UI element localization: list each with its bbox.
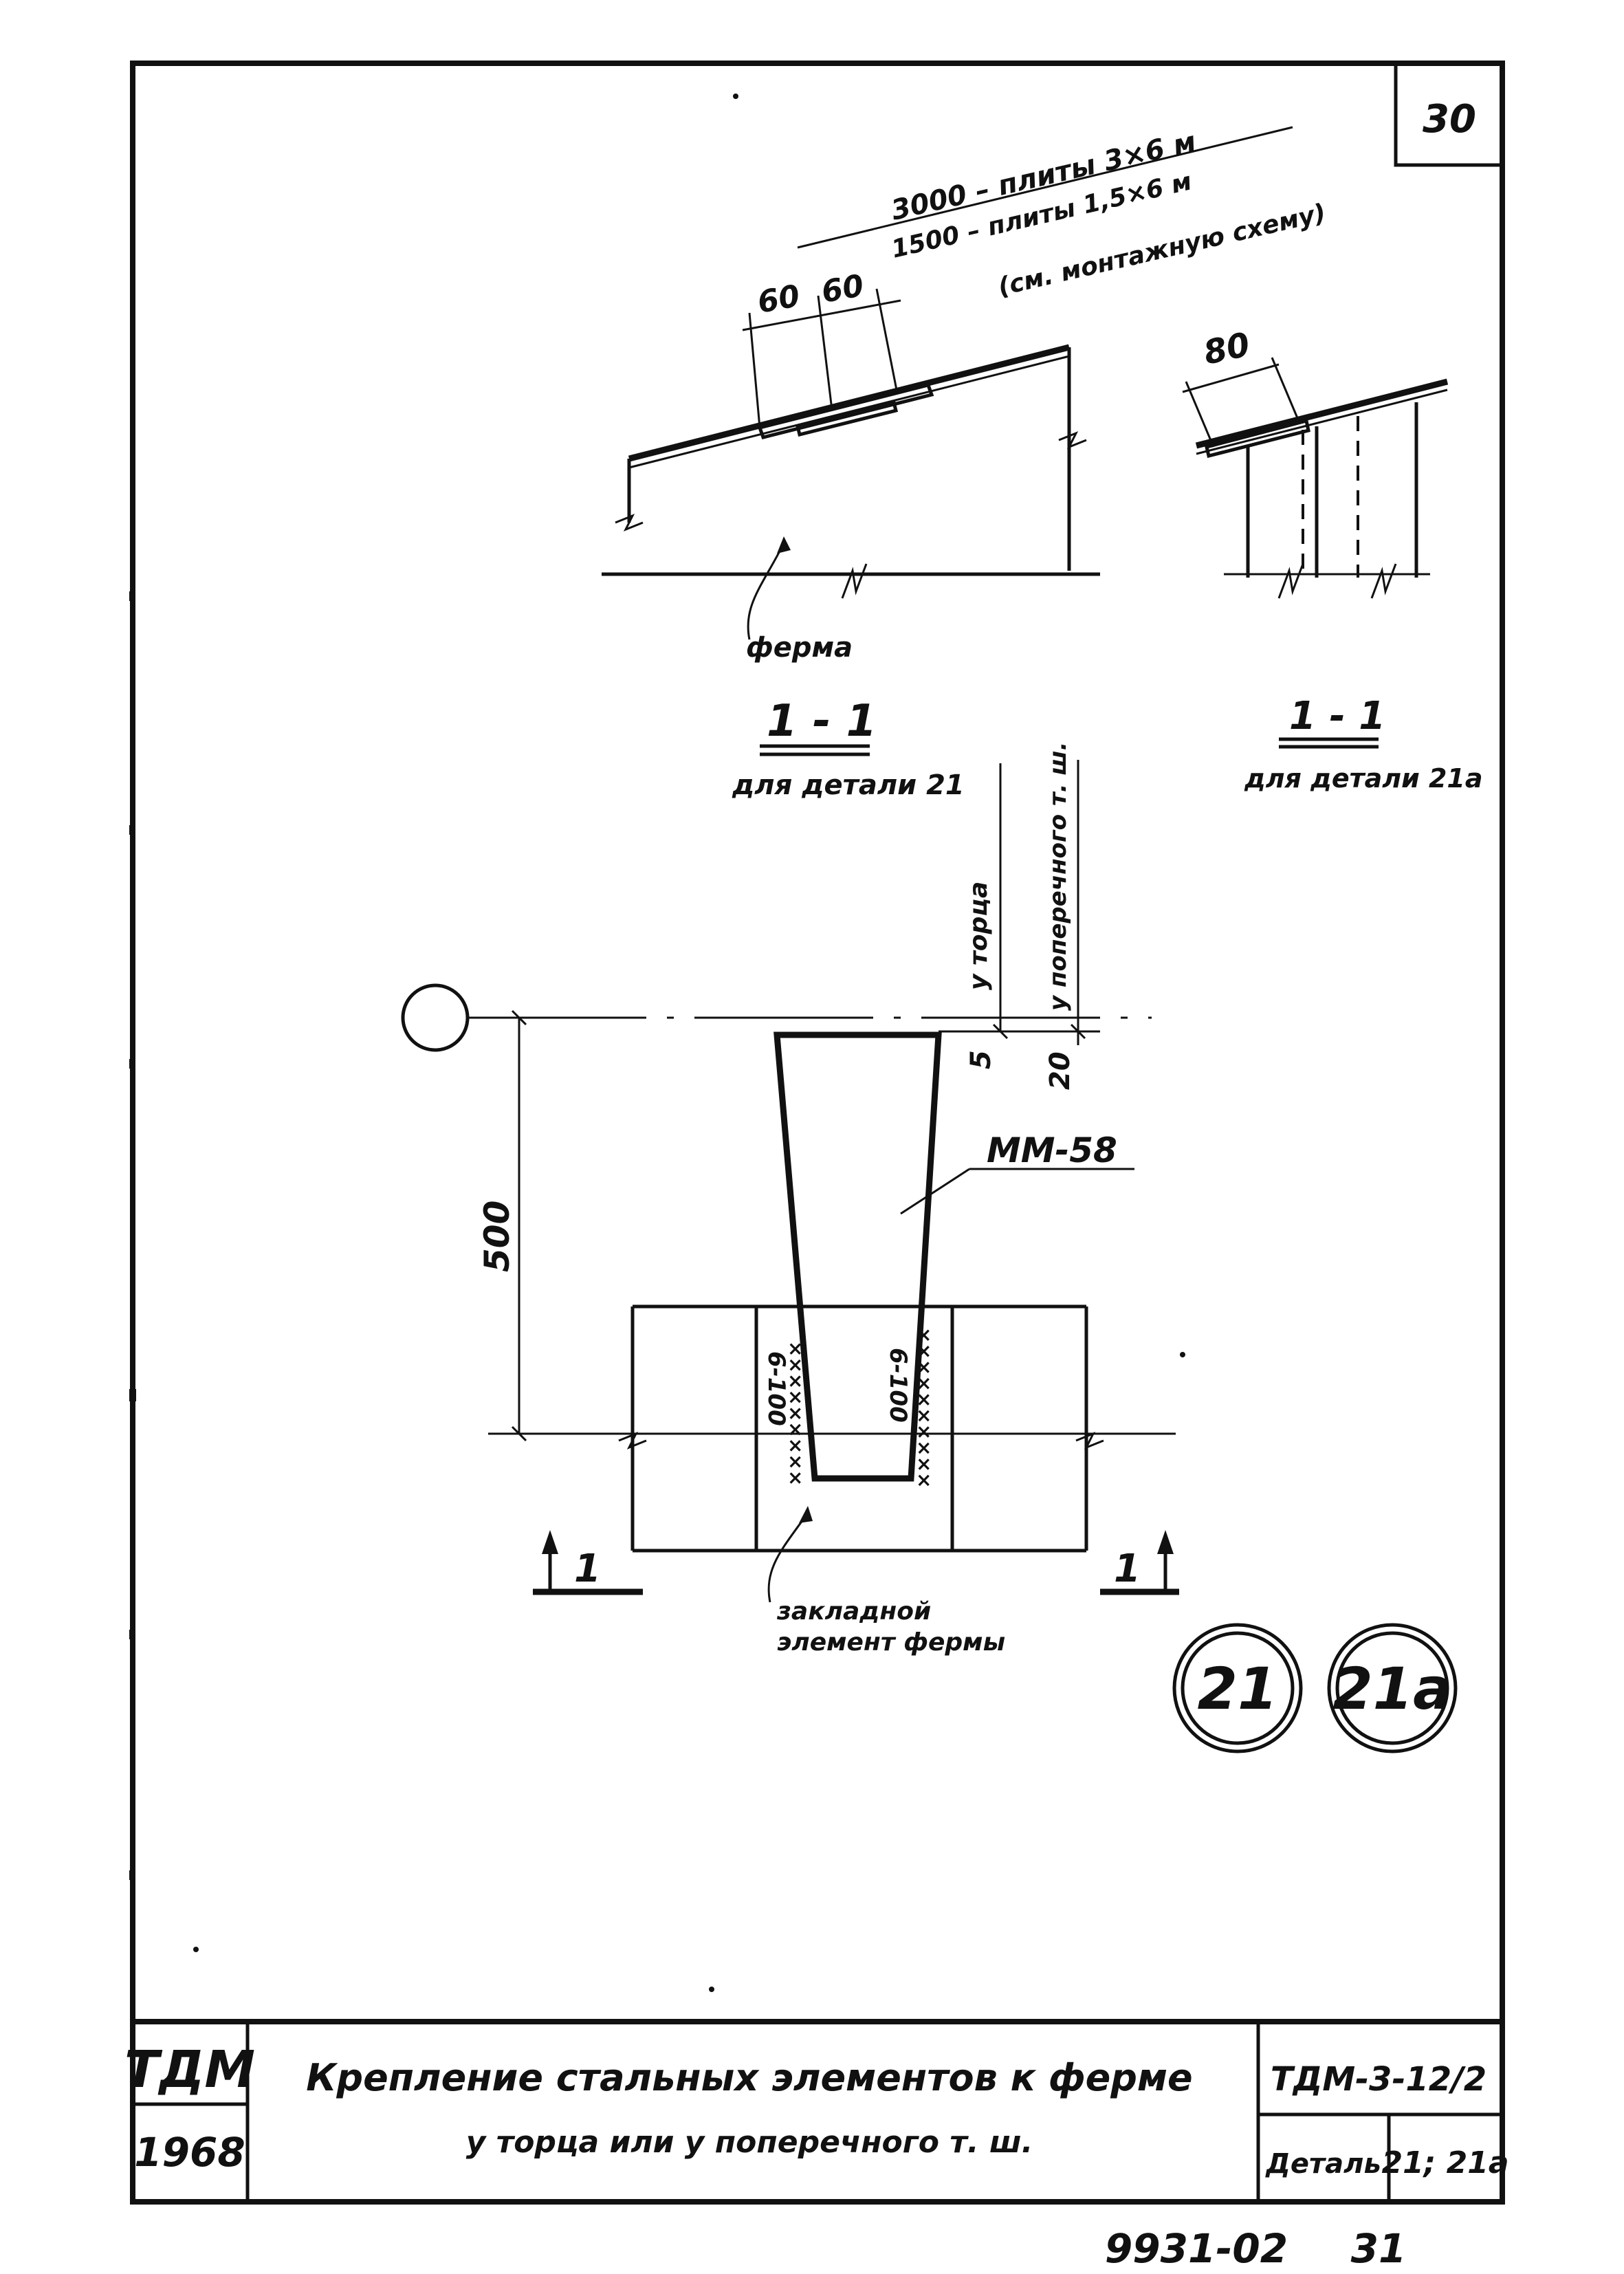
dim-60-left: 60 [755, 278, 802, 320]
sheet-number: 30 [1423, 97, 1476, 142]
offset-value-20: 20 [1044, 1051, 1076, 1090]
title-line-2: у торца или у поперечного т. ш. [466, 2125, 1033, 2160]
axis-marker [401, 983, 470, 1052]
section-caption-left: для детали 21 [732, 769, 965, 801]
cut-mark-right: 1 [1100, 1530, 1179, 1595]
page-number: 31 [1351, 2225, 1407, 2272]
dim-60-right: 60 [819, 268, 866, 310]
detail-value: 21; 21а [1381, 2145, 1508, 2180]
weld-label-left: 6-100 [762, 1351, 790, 1426]
section-caption-right: для детали 21а [1244, 763, 1483, 794]
year-label: 1968 [134, 2129, 245, 2176]
plan-view: у торца у поперечного т. ш. 5 20 ММ-58 5… [401, 742, 1179, 1657]
section-mark-left: 1 - 1 [767, 696, 877, 747]
weld-left-marks: ××××××××× [784, 1341, 807, 1486]
weld-label-right: 6-100 [884, 1348, 912, 1423]
title-block: ТДМ 1968 Крепление стальных элементов к … [124, 2019, 1509, 2202]
archive-number: 9931-02 [1105, 2225, 1288, 2272]
svg-text:1: 1 [574, 1546, 601, 1591]
org-label: ТДМ [124, 2040, 255, 2099]
element-label: ММ-58 [987, 1130, 1117, 1170]
steel-plate [757, 383, 934, 439]
drawing-frame [130, 61, 1505, 2205]
dim-80: 80 [1200, 325, 1253, 373]
truss-label: ферма [746, 632, 853, 664]
title-line-1: Крепление стальных элементов к ферме [306, 2056, 1192, 2099]
svg-text:21а: 21а [1332, 1655, 1452, 1723]
section-mark-right: 1 - 1 [1289, 694, 1385, 739]
weld-right-marks: ×××××××××× [913, 1327, 936, 1489]
section-view-left: 60 60 3000 – плиты 3×6 м 1500 – плиты 1,… [602, 126, 1328, 801]
detail-label: Деталь [1264, 2148, 1381, 2180]
embed-label-1: закладной [776, 1597, 931, 1626]
doc-code: ТДМ-3-12/2 [1271, 2060, 1486, 2099]
detail-mark-21: 21 [1172, 1623, 1303, 1753]
svg-text:21: 21 [1198, 1655, 1278, 1723]
embed-label-2: элемент фермы [777, 1628, 1005, 1657]
tapered-element [773, 1031, 942, 1482]
offset-label-joint: у поперечного т. ш. [1044, 742, 1072, 1011]
offset-label-end: у торца [965, 882, 993, 990]
detail-mark-21a: 21а [1327, 1623, 1458, 1753]
offset-value-5: 5 [965, 1050, 997, 1069]
svg-text:1: 1 [1114, 1546, 1141, 1591]
cut-mark-left: 1 [533, 1530, 643, 1595]
section-view-right: 80 1 - 1 для детали 21а [1182, 325, 1483, 794]
height-dim: 500 [477, 1201, 517, 1272]
sheet-number-box: 30 [1394, 61, 1504, 167]
scan-specks [129, 94, 1185, 1992]
